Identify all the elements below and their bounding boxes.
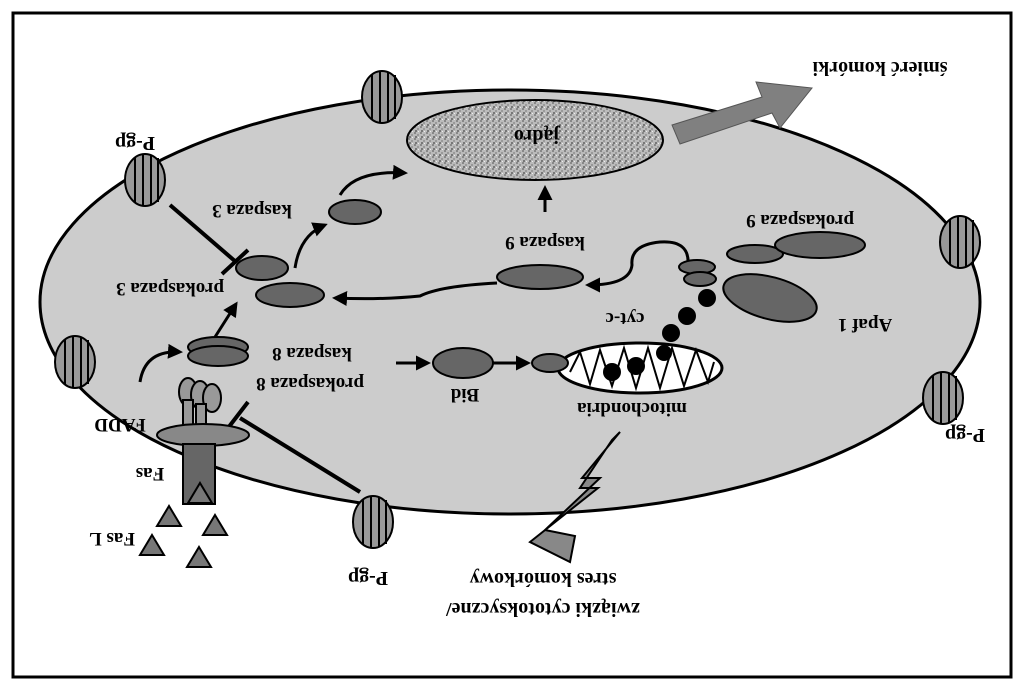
apoptosome-small-b xyxy=(683,271,717,287)
inhibition-bar-bottom xyxy=(226,400,250,430)
label-fadd: FADD xyxy=(94,414,145,435)
label-pgp-right: P-gp xyxy=(945,424,985,446)
fas-membrane-base xyxy=(156,423,250,447)
arrow-casp8-to-procasp3 xyxy=(213,301,238,338)
procaspase3-shape-b xyxy=(255,282,325,308)
pgp-inhibition-line-bottom xyxy=(238,416,362,494)
arrow-procasp3-to-casp3 xyxy=(293,222,328,269)
label-apaf1: Apaf 1 xyxy=(838,314,892,335)
bid-shape xyxy=(432,347,494,379)
fasl-triangle-5 xyxy=(185,545,213,568)
procaspase9-shape-a xyxy=(726,244,784,264)
label-caspase3: kaspaza 3 xyxy=(212,200,292,221)
label-mitochondria: mitochondria xyxy=(577,398,687,419)
label-fas: Fas xyxy=(136,463,165,484)
fasl-triangle-1 xyxy=(186,481,214,504)
label-procaspase3: prokaspaza 3 xyxy=(116,278,224,299)
apaf1-shape xyxy=(722,273,818,323)
cytc-dot-2 xyxy=(678,307,696,325)
nucleus xyxy=(406,99,664,181)
arrow-apoptosome-to-casp9 xyxy=(585,240,690,293)
cytc-dot-3 xyxy=(662,324,680,342)
label-pgp-top-left: P-gp xyxy=(115,132,155,154)
tbid-shape xyxy=(531,353,569,373)
procaspase9-shape-b xyxy=(774,231,866,259)
pgp-transporter-right-top xyxy=(939,215,981,269)
label-cell-death: śmierć komórki xyxy=(812,57,947,79)
caspase3-shape xyxy=(328,199,382,225)
arrow-casp3-to-nucleus xyxy=(338,164,408,196)
label-procaspase9: prokaspaza 9 xyxy=(746,210,854,231)
fasl-triangle-2 xyxy=(155,504,183,527)
arrow-casp9-to-procasp3 xyxy=(332,281,498,307)
fasl-triangle-3 xyxy=(201,513,229,536)
fadd-complex xyxy=(178,377,222,433)
label-caspase9: kaspaza 9 xyxy=(505,232,585,253)
pgp-transporter-right xyxy=(922,371,964,425)
label-caspase8: kaspaza 8 xyxy=(272,343,352,364)
label-cytc: cyt-c xyxy=(605,308,644,329)
cell-membrane xyxy=(38,88,982,516)
label-procaspase8: prokaspaza 8 xyxy=(256,373,364,394)
cell-death-arrow xyxy=(671,81,813,145)
inhibition-bar-top xyxy=(220,248,250,276)
pgp-inhibition-line-top xyxy=(168,203,238,264)
stress-lightning xyxy=(528,431,621,564)
arrow-procasp8-to-casp8 xyxy=(138,343,183,383)
caspase8-shape-b xyxy=(187,345,249,367)
label-stress-line2: związki cytotoksyczne/ xyxy=(446,598,640,620)
label-nucleus: jądro xyxy=(514,125,561,147)
label-pgp-bottom: P-gp xyxy=(348,567,388,589)
caspase9-shape xyxy=(496,264,584,290)
label-fasl: Fas L xyxy=(89,528,135,549)
label-stress-line1: stres komórkowy xyxy=(470,568,617,590)
pgp-transporter-top xyxy=(361,70,403,124)
cytc-dot-1 xyxy=(698,289,716,307)
fasl-triangle-4 xyxy=(138,533,166,556)
label-bid: Bid xyxy=(450,384,479,405)
pgp-transporter-left-top xyxy=(124,153,166,207)
pgp-transporter-bottom xyxy=(352,495,394,549)
mitochondrion xyxy=(556,341,724,395)
pgp-transporter-left xyxy=(54,335,96,389)
procaspase3-shape-a xyxy=(235,255,289,281)
